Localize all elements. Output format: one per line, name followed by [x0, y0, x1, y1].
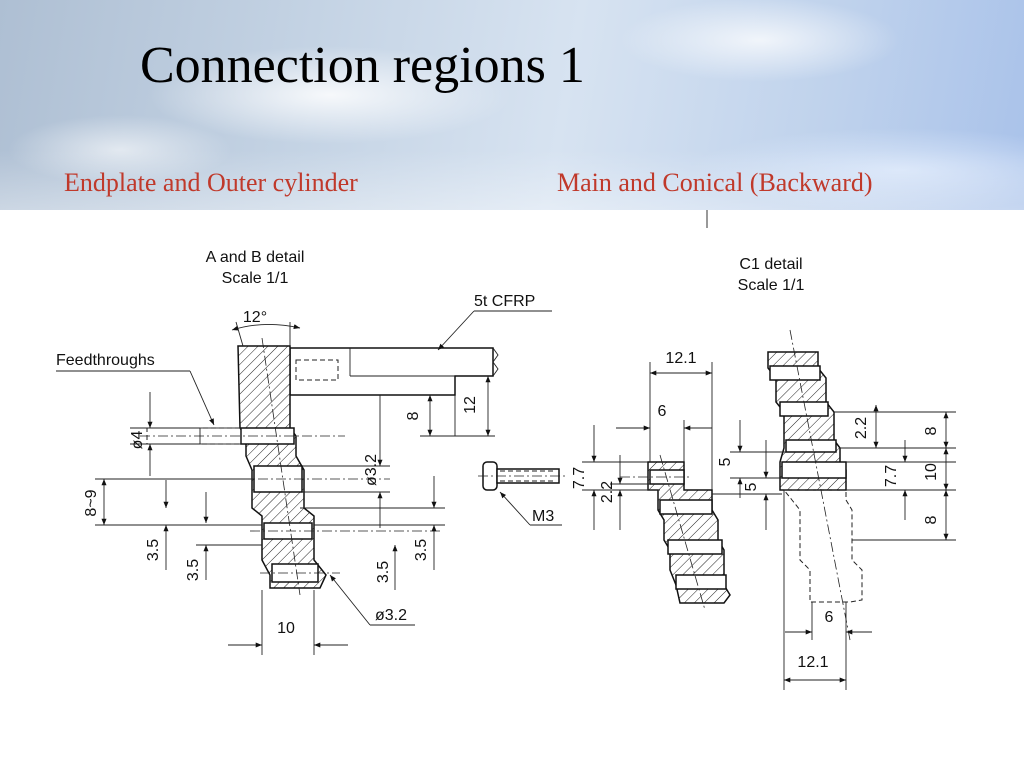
dim-8a-label: 8 [923, 426, 940, 435]
detail-c1-scale: Scale 1/1 [738, 277, 805, 294]
cfrp-leader [437, 310, 475, 351]
cfrp-insert-hidden [295, 359, 339, 381]
dim-8-label: 8 [405, 411, 422, 420]
conical-hole-lower [675, 574, 727, 590]
detail-c1-title: C1 detail [739, 256, 802, 273]
feedthroughs-label: Feedthroughs [56, 352, 155, 369]
dim-10-label: 10 [277, 620, 295, 637]
dim-6-top-label: 6 [658, 403, 667, 420]
dim-10-label: 10 [923, 463, 940, 481]
c1-right-centerline [789, 329, 851, 641]
dim-22-right-label: 2.2 [853, 417, 870, 439]
cfrp-plate [289, 347, 494, 396]
phi4-label: ø4 [129, 431, 146, 450]
detail-ab-title: A and B detail [206, 249, 305, 266]
dim-121-bottom-label: 12.1 [797, 654, 828, 671]
detail-ab: A and B detail Scale 1/1 [56, 249, 565, 655]
angle-label: 12° [243, 309, 267, 326]
dim-35b-label: 3.5 [185, 559, 202, 581]
sky-background [0, 0, 1024, 210]
feedthrough-collar [199, 427, 242, 445]
dim-77-right-label: 7.7 [883, 465, 900, 487]
cfrp-label: 5t CFRP [474, 293, 535, 310]
slide-title: Connection regions 1 [140, 37, 585, 94]
dim-5a-label: 5 [717, 457, 734, 466]
dim-77-left-label: 7.7 [571, 467, 588, 489]
phi32-lower-leader [329, 574, 371, 626]
dim-5b-label: 5 [743, 482, 760, 491]
main-flange [781, 461, 847, 479]
subtitle-endplate-outer-cylinder: Endplate and Outer cylinder [64, 168, 358, 197]
detail-c1: C1 detail Scale 1/1 12.1 [571, 256, 956, 690]
dim-121-top-label: 12.1 [665, 350, 696, 367]
subtitle-main-conical: Main and Conical (Backward) [557, 168, 873, 197]
conical-part-hidden [782, 489, 863, 603]
dim-22-left-label: 2.2 [599, 481, 616, 503]
dim-8b-label: 8 [923, 515, 940, 524]
cfrp-break-line [492, 347, 499, 377]
conical-hole-upper [659, 499, 713, 515]
phi32-lower-label: ø3.2 [375, 607, 407, 624]
m3-leader [499, 491, 531, 526]
feedthroughs-leader [189, 370, 215, 426]
main-hole-top [769, 365, 821, 381]
endplate-tilt-centerline [261, 337, 301, 596]
dim-6-bottom-label: 6 [825, 609, 834, 626]
phi32-upper-label: ø3.2 [363, 454, 380, 486]
dim-35d-label: 3.5 [413, 539, 430, 561]
m3-label: M3 [532, 508, 554, 525]
conical-hole-middle [667, 539, 723, 555]
c1-left-centerline [659, 454, 706, 611]
dim-12-label: 12 [462, 396, 479, 414]
dim-35c-label: 3.5 [375, 561, 392, 583]
main-hole-low [785, 439, 837, 453]
detail-ab-scale: Scale 1/1 [222, 270, 289, 287]
dim-8to9-label: 8~9 [83, 489, 100, 516]
sky-fade [0, 150, 1024, 210]
angle-arc [231, 323, 301, 331]
dim-35a-label: 3.5 [145, 539, 162, 561]
